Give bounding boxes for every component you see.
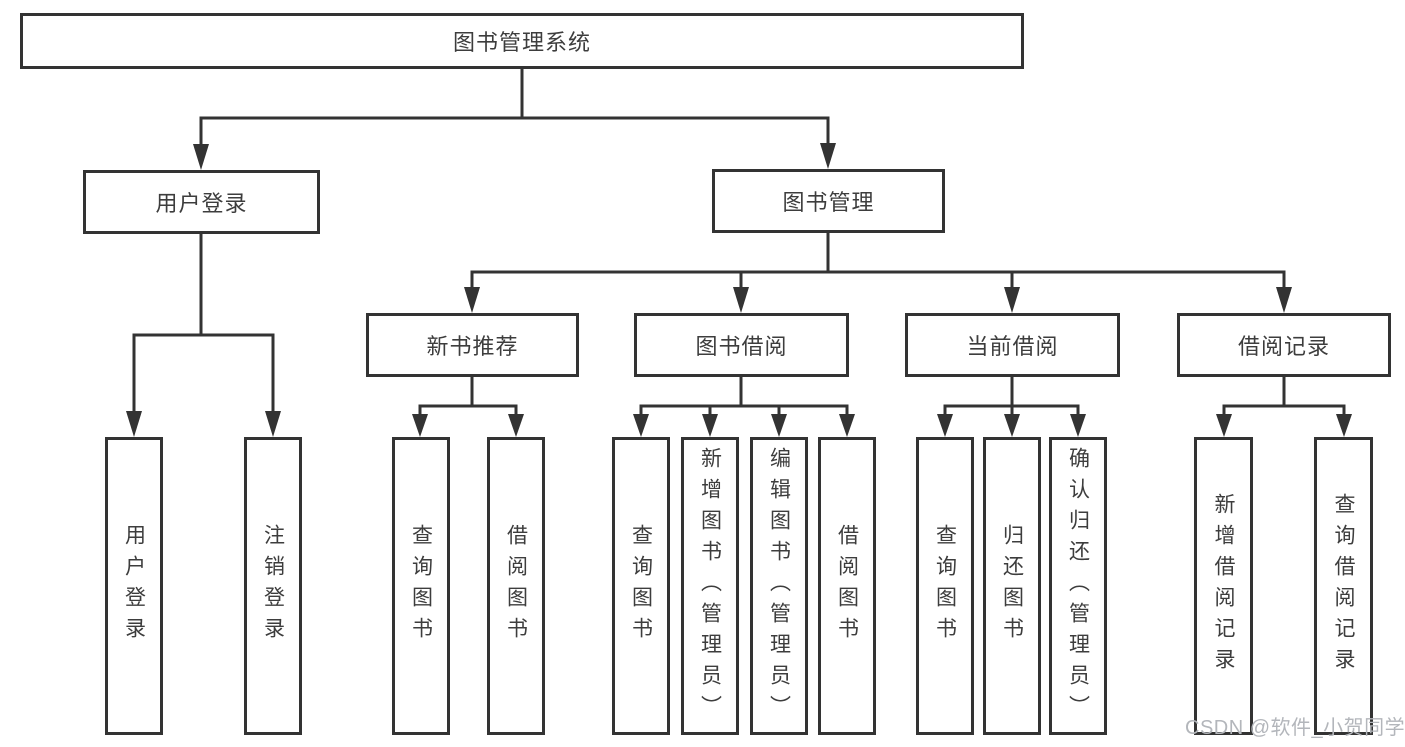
- leaf-borrow-books-recommend: 借阅图书: [487, 437, 545, 735]
- arrowhead-down-icon: [126, 411, 142, 437]
- leaf-logout: 注销登录: [244, 437, 302, 735]
- csdn-watermark: CSDN @软件_小贺同学: [1185, 717, 1405, 739]
- arrowhead-down-icon: [820, 143, 836, 169]
- arrowhead-down-icon: [412, 414, 428, 437]
- arrowhead-down-icon: [1070, 414, 1086, 437]
- arrowhead-down-icon: [633, 414, 649, 437]
- arrowhead-down-icon: [702, 414, 718, 437]
- leaf-query-borrow-record: 查询借阅记录: [1314, 437, 1373, 735]
- arrowhead-down-icon: [937, 414, 953, 437]
- arrowhead-down-icon: [508, 414, 524, 437]
- arrowhead-down-icon: [1336, 414, 1352, 437]
- leaf-query-books-borrowing: 查询图书: [612, 437, 670, 735]
- node-root-library-management-system: 图书管理系统: [20, 13, 1024, 69]
- arrowhead-down-icon: [1276, 287, 1292, 313]
- leaf-query-books-current: 查询图书: [916, 437, 974, 735]
- arrowhead-down-icon: [193, 144, 209, 170]
- node-new-book-recommendation: 新书推荐: [366, 313, 579, 377]
- arrowhead-down-icon: [771, 414, 787, 437]
- node-user-login: 用户登录: [83, 170, 320, 234]
- arrowhead-down-icon: [1216, 414, 1232, 437]
- leaf-edit-book-admin: 编辑图书（管理员）: [750, 437, 808, 735]
- node-book-management: 图书管理: [712, 169, 945, 233]
- arrowhead-down-icon: [265, 411, 281, 437]
- leaf-add-book-admin: 新增图书（管理员）: [681, 437, 739, 735]
- node-current-borrowing: 当前借阅: [905, 313, 1120, 377]
- leaf-query-books-recommend: 查询图书: [392, 437, 450, 735]
- leaf-return-books: 归还图书: [983, 437, 1041, 735]
- node-borrowing-records: 借阅记录: [1177, 313, 1391, 377]
- arrowhead-down-icon: [1004, 414, 1020, 437]
- arrowhead-down-icon: [839, 414, 855, 437]
- leaf-confirm-return-admin: 确认归还（管理员）: [1049, 437, 1107, 735]
- leaf-add-borrow-record: 新增借阅记录: [1194, 437, 1253, 735]
- leaf-borrow-books-borrowing: 借阅图书: [818, 437, 876, 735]
- node-book-borrowing: 图书借阅: [634, 313, 849, 377]
- leaf-user-login: 用户登录: [105, 437, 163, 735]
- arrowhead-down-icon: [733, 287, 749, 313]
- arrowhead-down-icon: [464, 287, 480, 313]
- arrowhead-down-icon: [1004, 287, 1020, 313]
